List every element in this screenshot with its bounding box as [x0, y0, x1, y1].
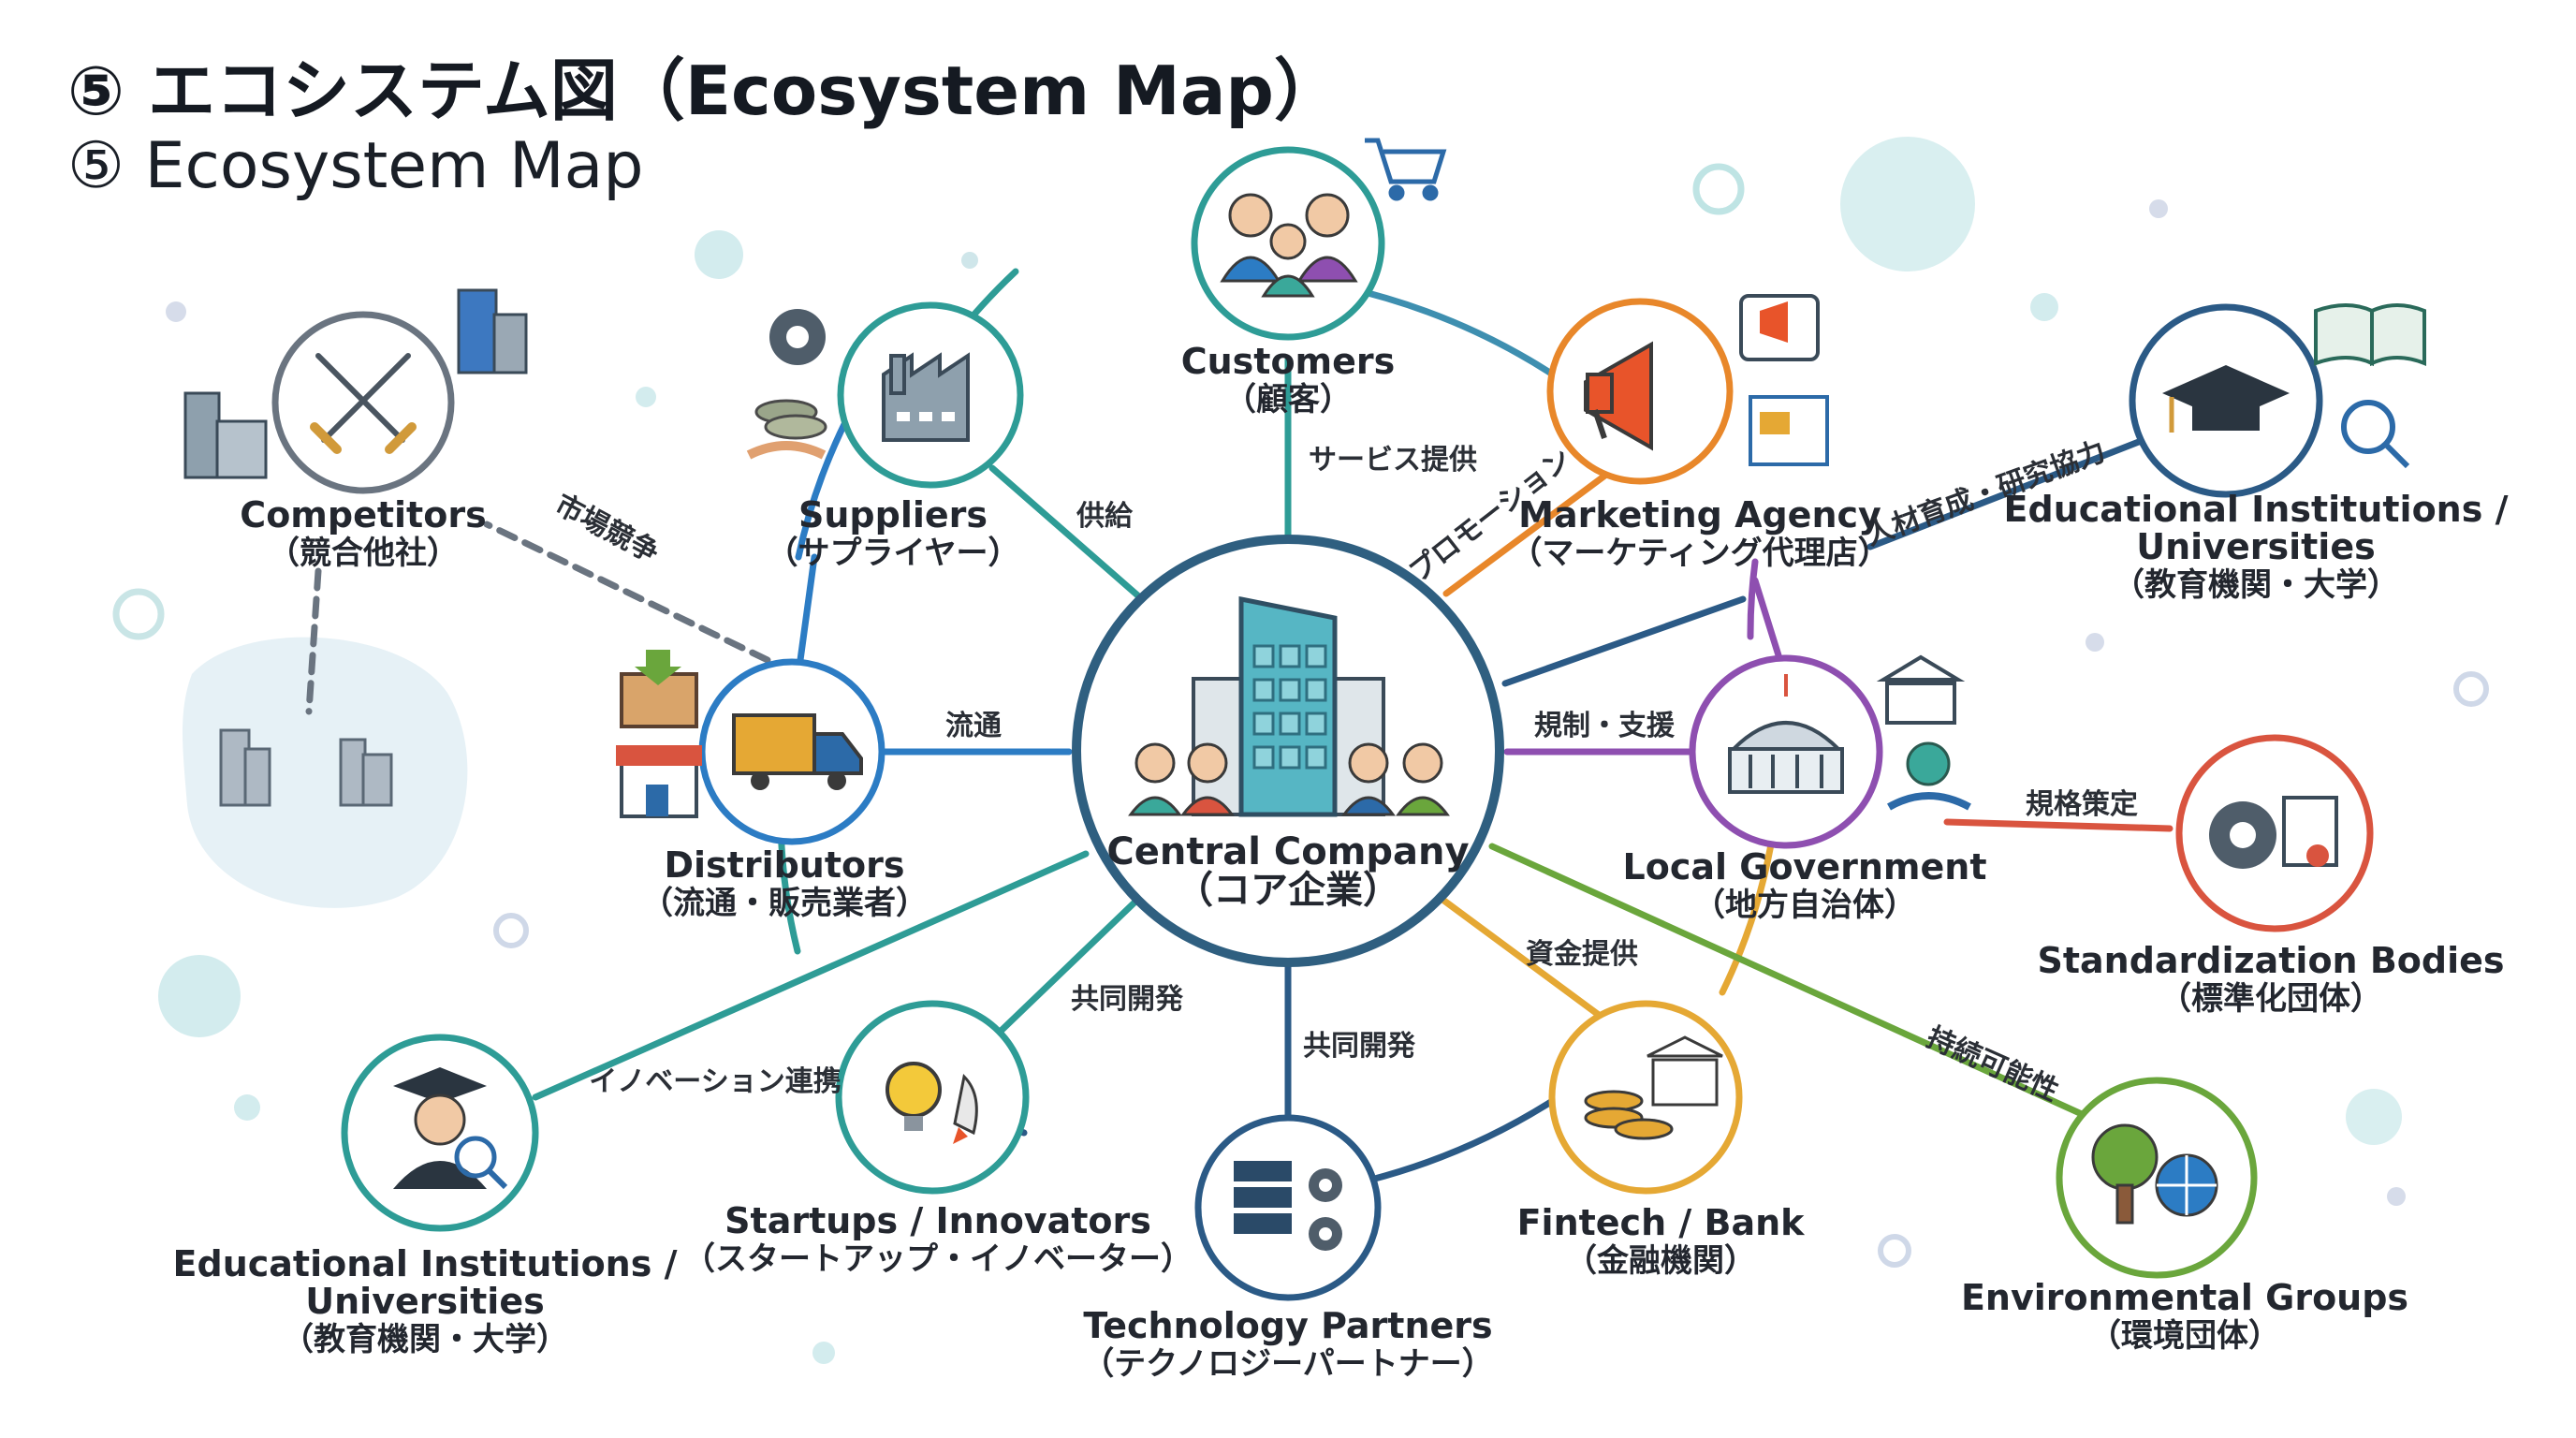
government-building-icon	[1728, 674, 1844, 794]
center-label-ja: （コア企業）	[1175, 869, 1400, 912]
edge-startups	[988, 899, 1138, 1043]
edge-marketing	[1442, 462, 1621, 597]
edge-label-innovation: イノベーション連携	[589, 1065, 842, 1098]
techpartners-label-ja: （テクノロジーパートナー）	[1082, 1345, 1494, 1383]
globe-hand-icon	[1887, 741, 1971, 811]
marketing-label: Marketing Agency （マーケティング代理店）	[1510, 496, 1889, 573]
suppliers-label: Suppliers （サプライヤー）	[767, 496, 1020, 573]
tree-globe-icon	[2091, 1123, 2218, 1225]
edge-marketing-localgov	[1751, 577, 1782, 659]
crossed-swords-icon	[310, 353, 417, 454]
shopping-cart-icon	[1365, 138, 1447, 201]
edge-label-codev1: 共同開発	[1071, 983, 1183, 1016]
edu-left-label-en: Educational Institutions /	[172, 1243, 678, 1284]
graduate-icon	[393, 1067, 508, 1190]
background-decor	[112, 137, 2489, 1364]
edge-suppliers-distributors	[797, 553, 818, 664]
edu-right-label-ja: （教育機関・大学）	[2112, 566, 2399, 604]
environment-label-en: Environmental Groups	[1960, 1277, 2409, 1318]
edge-competitors-down	[305, 567, 322, 715]
standard-label: Standardization Bodies （標準化団体）	[2037, 942, 2504, 1019]
fintech-label-en: Fintech / Bank	[1516, 1202, 1805, 1243]
competitors-label: Competitors （競合他社）	[240, 496, 486, 573]
techpartners-label-en: Technology Partners	[1083, 1305, 1493, 1346]
center-label: Central Company （コア企業）	[1106, 833, 1469, 910]
coins-hand-icon	[746, 399, 827, 460]
server-gears-icon	[1234, 1161, 1342, 1251]
edge-label-supply: 供給	[1076, 500, 1133, 533]
package-box-icon	[620, 650, 698, 728]
edu-left-label: Educational Institutions / Universities …	[173, 1245, 678, 1359]
book-icon	[2314, 303, 2426, 367]
environment-label: Environmental Groups （環境団体）	[1961, 1279, 2408, 1356]
competitors-label-en: Competitors	[240, 494, 487, 536]
edge-suppliers	[988, 464, 1146, 603]
edge-label-distribution: 流通	[945, 710, 1002, 742]
edge-standard	[1943, 818, 2174, 832]
center-label-en: Central Company	[1106, 830, 1470, 873]
delivery-truck-icon	[732, 713, 863, 790]
standard-label-en: Standardization Bodies	[2037, 940, 2505, 981]
edu-right-label-en2: Universities	[2136, 526, 2376, 567]
buildings-icon	[183, 288, 528, 479]
startups-label-ja: （スタートアップ・イノベーター）	[683, 1240, 1193, 1278]
edge-edu-right	[1866, 436, 2147, 550]
edge-edu-left	[532, 850, 1090, 1101]
environment-label-ja: （環境団体）	[2088, 1317, 2280, 1355]
localgov-label: Local Government （地方自治体）	[1623, 848, 1987, 925]
localgov-label-en: Local Government	[1622, 846, 1987, 888]
page-subtitle: ⑤ Ecosystem Map	[67, 129, 644, 203]
marketing-label-ja: （マーケティング代理店）	[1510, 535, 1890, 572]
connection-lines	[305, 356, 2174, 1133]
factory-icon	[882, 352, 970, 442]
edge-competitors	[483, 521, 771, 664]
edge-label-regulation: 規制・支援	[1534, 710, 1675, 742]
magnifier-icon	[2341, 400, 2410, 469]
techpartners-label: Technology Partners （テクノロジーパートナー）	[1082, 1307, 1494, 1384]
customers-label: Customers （顧客）	[1181, 343, 1396, 419]
edge-fintech	[1438, 895, 1610, 1024]
suppliers-label-ja: （サプライヤー）	[766, 535, 1020, 572]
gear-certificate-icon	[2209, 796, 2338, 869]
distributors-label: Distributors （流通・販売業者）	[641, 846, 928, 923]
lightbulb-rocket-icon	[886, 1062, 978, 1144]
edu-left-label-en2: Universities	[305, 1281, 545, 1322]
edu-left-label-ja: （教育機関・大学）	[281, 1321, 568, 1358]
suppliers-label-en: Suppliers	[798, 494, 988, 536]
megaphone-icon	[1584, 341, 1653, 451]
edge-label-funding: 資金提供	[1526, 938, 1638, 971]
distributors-label-en: Distributors	[664, 844, 905, 886]
distributors-label-ja: （流通・販売業者）	[641, 885, 928, 922]
customers-label-ja: （顧客）	[1224, 381, 1352, 418]
localgov-label-ja: （地方自治体）	[1693, 887, 1916, 924]
office-building-icon	[1128, 595, 1450, 817]
merger-buildings-icon	[219, 728, 393, 807]
fintech-label-ja: （金融機関）	[1564, 1242, 1756, 1280]
graduation-cap-icon	[2162, 365, 2290, 433]
startups-label-en: Startups / Innovators	[724, 1200, 1151, 1241]
startups-label: Startups / Innovators （スタートアップ・イノベーター）	[683, 1202, 1193, 1279]
edge-label-standards: 規格策定	[2026, 788, 2138, 821]
standard-label-ja: （標準化団体）	[2159, 980, 2382, 1018]
page-title: ⑤ エコシステム図（Ecosystem Map）	[67, 51, 1341, 130]
gear-icon	[769, 309, 826, 365]
bank-coins-icon	[1584, 1035, 1723, 1140]
people-group-icon	[1220, 193, 1358, 298]
edge-environment	[1488, 843, 2106, 1127]
competitors-label-ja: （競合他社）	[267, 535, 459, 572]
edu-right-label: Educational Institutions / Universities …	[2004, 491, 2509, 605]
bank-small-icon	[1876, 654, 1966, 725]
shop-icon	[616, 745, 702, 818]
edge-edu-right-inner	[1501, 595, 1747, 687]
fintech-label: Fintech / Bank （金融機関）	[1517, 1204, 1805, 1281]
ad-board-icon	[1739, 294, 1829, 466]
customers-label-en: Customers	[1180, 341, 1396, 382]
marketing-label-en: Marketing Agency	[1518, 494, 1881, 536]
edge-label-service: サービス提供	[1309, 444, 1477, 477]
edu-right-label-en: Educational Institutions /	[2003, 489, 2509, 530]
edge-label-codev2: 共同開発	[1303, 1030, 1415, 1063]
